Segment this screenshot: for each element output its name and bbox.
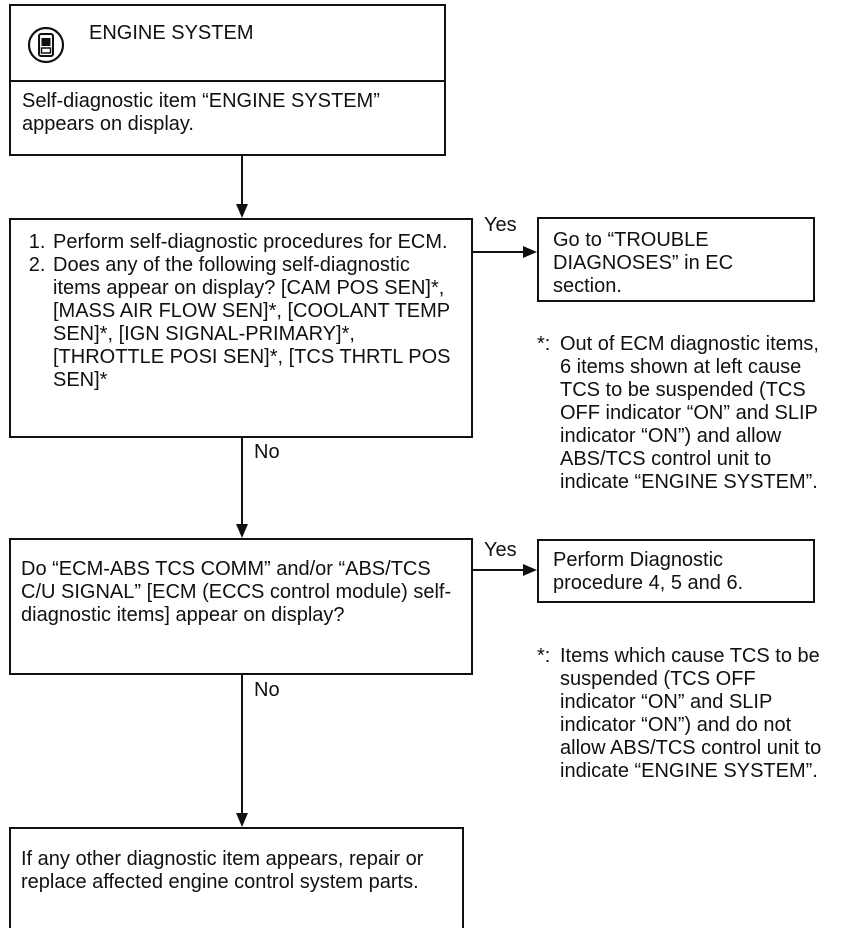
step1-item-1: Perform self-diagnostic procedures for E… [51, 231, 459, 254]
step2-no-label: No [254, 679, 280, 701]
diagnostic-procedure-text: Perform Diagnostic procedure 4, 5 and 6. [553, 549, 744, 594]
header-title: ENGINE SYSTEM [89, 22, 254, 44]
step1-no-label: No [254, 441, 280, 463]
footnote-text: Out of ECM diagnostic items, 6 items sho… [560, 333, 819, 493]
arrow-to-step1 [236, 204, 248, 218]
arrow-to-final [236, 813, 248, 827]
header-description: Self-diagnostic item “ENGINE SYSTEM” app… [22, 90, 380, 135]
step1-list: Perform self-diagnostic procedures for E… [25, 231, 459, 392]
step1-box: Perform self-diagnostic procedures for E… [9, 218, 473, 438]
footnote-mark: *: [537, 645, 551, 667]
ecu-module-icon [27, 26, 65, 64]
step1-content: Perform self-diagnostic procedures for E… [25, 231, 459, 392]
trouble-diagnoses-text: Go to “TROUBLE DIAGNOSES” in EC section. [553, 229, 734, 297]
connector-header-to-step1 [241, 156, 243, 206]
engine-system-header-box: ENGINE SYSTEM Self-diagnostic item “ENGI… [9, 4, 446, 156]
arrow-step2-yes [523, 564, 537, 576]
trouble-diagnoses-box: Go to “TROUBLE DIAGNOSES” in EC section. [537, 217, 815, 302]
final-action-text: If any other diagnostic item appears, re… [21, 848, 424, 893]
connector-step1-no [241, 438, 243, 526]
connector-step2-yes [473, 569, 525, 571]
step2-question: Do “ECM-ABS TCS COMM” and/or “ABS/TCS C/… [21, 558, 452, 626]
footnote-mark: *: [537, 333, 551, 355]
footnote-text: Items which cause TCS to be suspended (T… [560, 645, 822, 782]
step2-yes-label: Yes [484, 539, 517, 561]
step2-box: Do “ECM-ABS TCS COMM” and/or “ABS/TCS C/… [9, 538, 473, 675]
final-action-box: If any other diagnostic item appears, re… [9, 827, 464, 928]
step1-yes-label: Yes [484, 214, 517, 236]
connector-step1-yes [473, 251, 525, 253]
diagnostic-procedure-box: Perform Diagnostic procedure 4, 5 and 6. [537, 539, 815, 603]
connector-step2-no [241, 675, 243, 815]
ecm-items-footnote: *: Out of ECM diagnostic items, 6 items … [537, 333, 832, 494]
tcs-items-footnote: *: Items which cause TCS to be suspended… [537, 645, 832, 783]
step1-item-2: Does any of the following self-diagnosti… [51, 254, 459, 392]
arrow-to-step2 [236, 524, 248, 538]
arrow-step1-yes [523, 246, 537, 258]
header-title-row: ENGINE SYSTEM [11, 6, 444, 82]
